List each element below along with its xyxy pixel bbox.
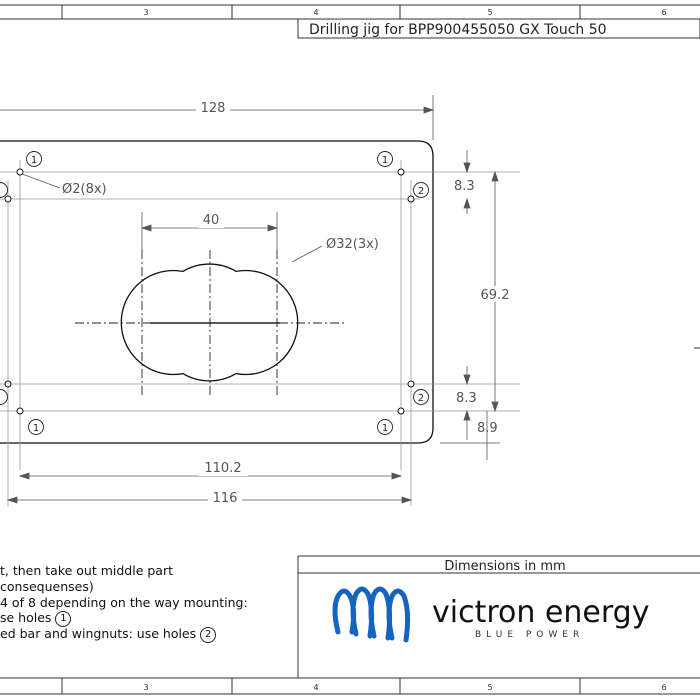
hole-pattern-lines (0, 160, 520, 506)
hole-1-bottom-right (397, 407, 405, 415)
balloon-1-bottom-left: 1 (33, 423, 39, 434)
logo-wordmark: victron energy (432, 595, 649, 630)
note-line-5-text: ed bar and wingnuts: use holes (0, 626, 197, 641)
zone-label-6-bottom: 6 (661, 683, 666, 692)
zone-label-4-bottom: 4 (313, 683, 318, 692)
large-hole-callout: Ø32(3x) (326, 237, 379, 252)
dim-top-offset-label: 8.3 (454, 179, 475, 194)
note-line-1: t, then take out middle part (0, 563, 174, 578)
units-label: Dimensions in mm (444, 559, 565, 574)
dim-40-label: 40 (203, 213, 220, 228)
dim-height-label: 69.2 (481, 288, 510, 303)
note-line-5: ed bar and wingnuts: use holes 2 (0, 626, 217, 643)
plate-outline (0, 140, 434, 444)
zone-label-6: 6 (661, 8, 666, 17)
victron-logo-icon (332, 586, 411, 643)
note-line-3: 4 of 8 depending on the way mounting: (0, 595, 248, 610)
large-hole-cutout (120, 263, 299, 382)
dim-bottom-offset-label: 8.3 (456, 391, 477, 406)
balloon-1-top-left: 1 (31, 155, 37, 166)
hole-2-top-left (4, 195, 12, 203)
balloon-1-bottom-right: 1 (382, 423, 388, 434)
zone-label-4: 4 (313, 8, 318, 17)
balloons (0, 151, 429, 435)
title-box (297, 18, 700, 39)
leader-large-hole (291, 245, 323, 263)
frame-top (0, 4, 700, 20)
balloon-2-top-right: 2 (418, 186, 424, 197)
zone-label-5: 5 (487, 8, 492, 17)
hole-2-top-right (407, 195, 415, 203)
note-line-4-text: se holes (0, 610, 52, 625)
note-hole-marker-2: 2 (200, 626, 217, 643)
hole-1-bottom-left (16, 407, 24, 415)
leader-small-hole (21, 173, 61, 189)
note-line-4: se holes 1 (0, 610, 72, 627)
balloon-1-top-right: 1 (382, 155, 388, 166)
frame-bottom (0, 677, 700, 695)
note-hole-marker-1: 1 (55, 610, 72, 627)
dim-116-label: 116 (213, 491, 238, 506)
dim-128-label: 128 (201, 101, 226, 116)
dim-bottom-edge-label: 8.9 (477, 421, 498, 436)
zone-label-3: 3 (143, 8, 148, 17)
small-hole-callout: Ø2(8x) (62, 182, 107, 197)
balloon-2-bottom-right: 2 (418, 393, 424, 404)
small-holes (4, 168, 415, 415)
hole-1-top-left (16, 168, 24, 176)
dim-vertical (440, 150, 500, 460)
logo-tagline: BLUE POWER (475, 630, 584, 640)
note-line-2: consequenses) (0, 579, 94, 594)
hole-2-bottom-right (407, 380, 415, 388)
title-block (297, 555, 700, 678)
zone-label-3-bottom: 3 (143, 683, 148, 692)
dim-110-2-label: 110.2 (204, 461, 241, 476)
hole-2-bottom-left (4, 380, 12, 388)
hole-1-top-right (397, 168, 405, 176)
zone-label-5-bottom: 5 (487, 683, 492, 692)
drawing-title: Drilling jig for BPP900455050 GX Touch 5… (309, 22, 607, 38)
